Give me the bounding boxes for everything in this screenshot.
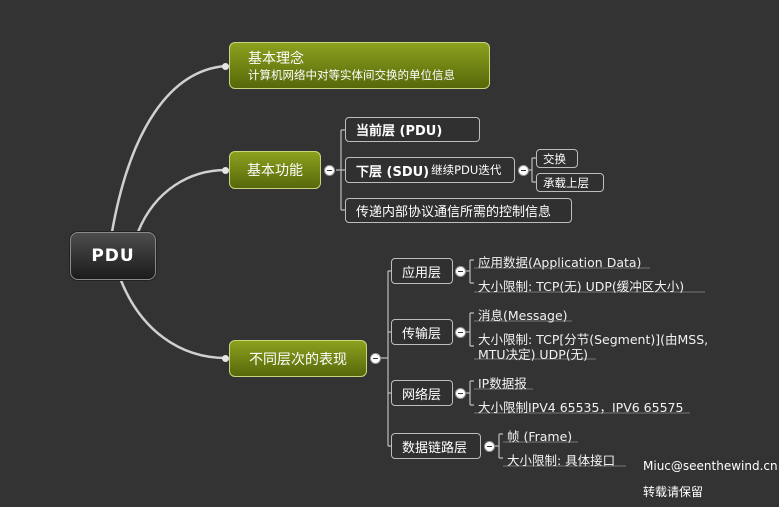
collapse-datalink-icon[interactable]: [484, 441, 495, 452]
link-root-function: [136, 168, 228, 234]
control-info-node[interactable]: 传递内部协议通信所需的控制信息: [345, 198, 572, 223]
branch-app: [466, 259, 474, 284]
collapse-app-icon[interactable]: [455, 266, 466, 277]
transport-layer-node[interactable]: 传输层: [391, 319, 453, 345]
branch-layers: [381, 270, 391, 447]
branch-transport: [466, 312, 474, 347]
branch-link: [495, 433, 503, 459]
credit-note: 转载请保留: [643, 485, 704, 499]
carry-upper-node[interactable]: 承载上层: [536, 173, 604, 192]
current-layer-label: 当前层 (PDU): [356, 124, 443, 139]
collapse-function-icon[interactable]: [324, 165, 335, 176]
credit-email: Miuc@seenthewind.cn: [643, 459, 778, 473]
app-layer-node[interactable]: 应用层: [391, 258, 453, 284]
datalink-layer-node[interactable]: 数据链路层: [391, 433, 481, 459]
branch-sdu: [528, 157, 536, 183]
exchange-node[interactable]: 交换: [536, 149, 578, 168]
layers-node[interactable]: 不同层次的表现: [229, 340, 367, 377]
lower-layer-node[interactable]: 下层 (SDU) 继续PDU迭代: [345, 157, 515, 183]
network-note-2: 大小限制IPV4 65535，IPV6 65575: [478, 400, 684, 415]
collapse-sdu-icon[interactable]: [518, 165, 529, 176]
transport-note-2: 大小限制: TCP[分节(Segment)](由MSS,: [478, 332, 709, 347]
lower-layer-suffix: 继续PDU迭代: [431, 163, 502, 177]
concept-desc: 计算机网络中对等实体间交换的单位信息: [248, 68, 455, 82]
concept-title: 基本理念: [248, 51, 304, 67]
app-note-1: 应用数据(Application Data): [478, 255, 642, 270]
network-layer-node[interactable]: 网络层: [391, 380, 453, 406]
branch-network: [466, 380, 474, 406]
collapse-network-icon[interactable]: [455, 388, 466, 399]
connector-dot-function: [222, 167, 229, 174]
lower-layer-label: 下层 (SDU): [356, 164, 430, 180]
datalink-note-1: 帧 (Frame): [507, 429, 573, 444]
link-root-layers: [118, 276, 228, 360]
connector-dot-layers: [222, 355, 229, 362]
concept-node[interactable]: 基本理念 计算机网络中对等实体间交换的单位信息: [229, 42, 490, 89]
current-layer-node[interactable]: 当前层 (PDU): [345, 117, 480, 142]
app-note-2: 大小限制: TCP(无) UDP(缓冲区大小): [478, 279, 685, 294]
connector-dot-concept: [222, 63, 229, 70]
function-node[interactable]: 基本功能: [229, 151, 321, 189]
root-node[interactable]: PDU: [70, 232, 156, 280]
network-note-1: IP数据报: [478, 376, 527, 391]
datalink-note-2: 大小限制: 具体接口: [507, 453, 616, 468]
collapse-layers-icon[interactable]: [370, 353, 381, 364]
branch-function: [336, 129, 345, 211]
transport-note-3: MTU决定) UDP(无): [478, 347, 588, 362]
transport-note-1: 消息(Message): [478, 308, 568, 323]
link-root-concept: [110, 64, 228, 234]
collapse-transport-icon[interactable]: [455, 327, 466, 338]
